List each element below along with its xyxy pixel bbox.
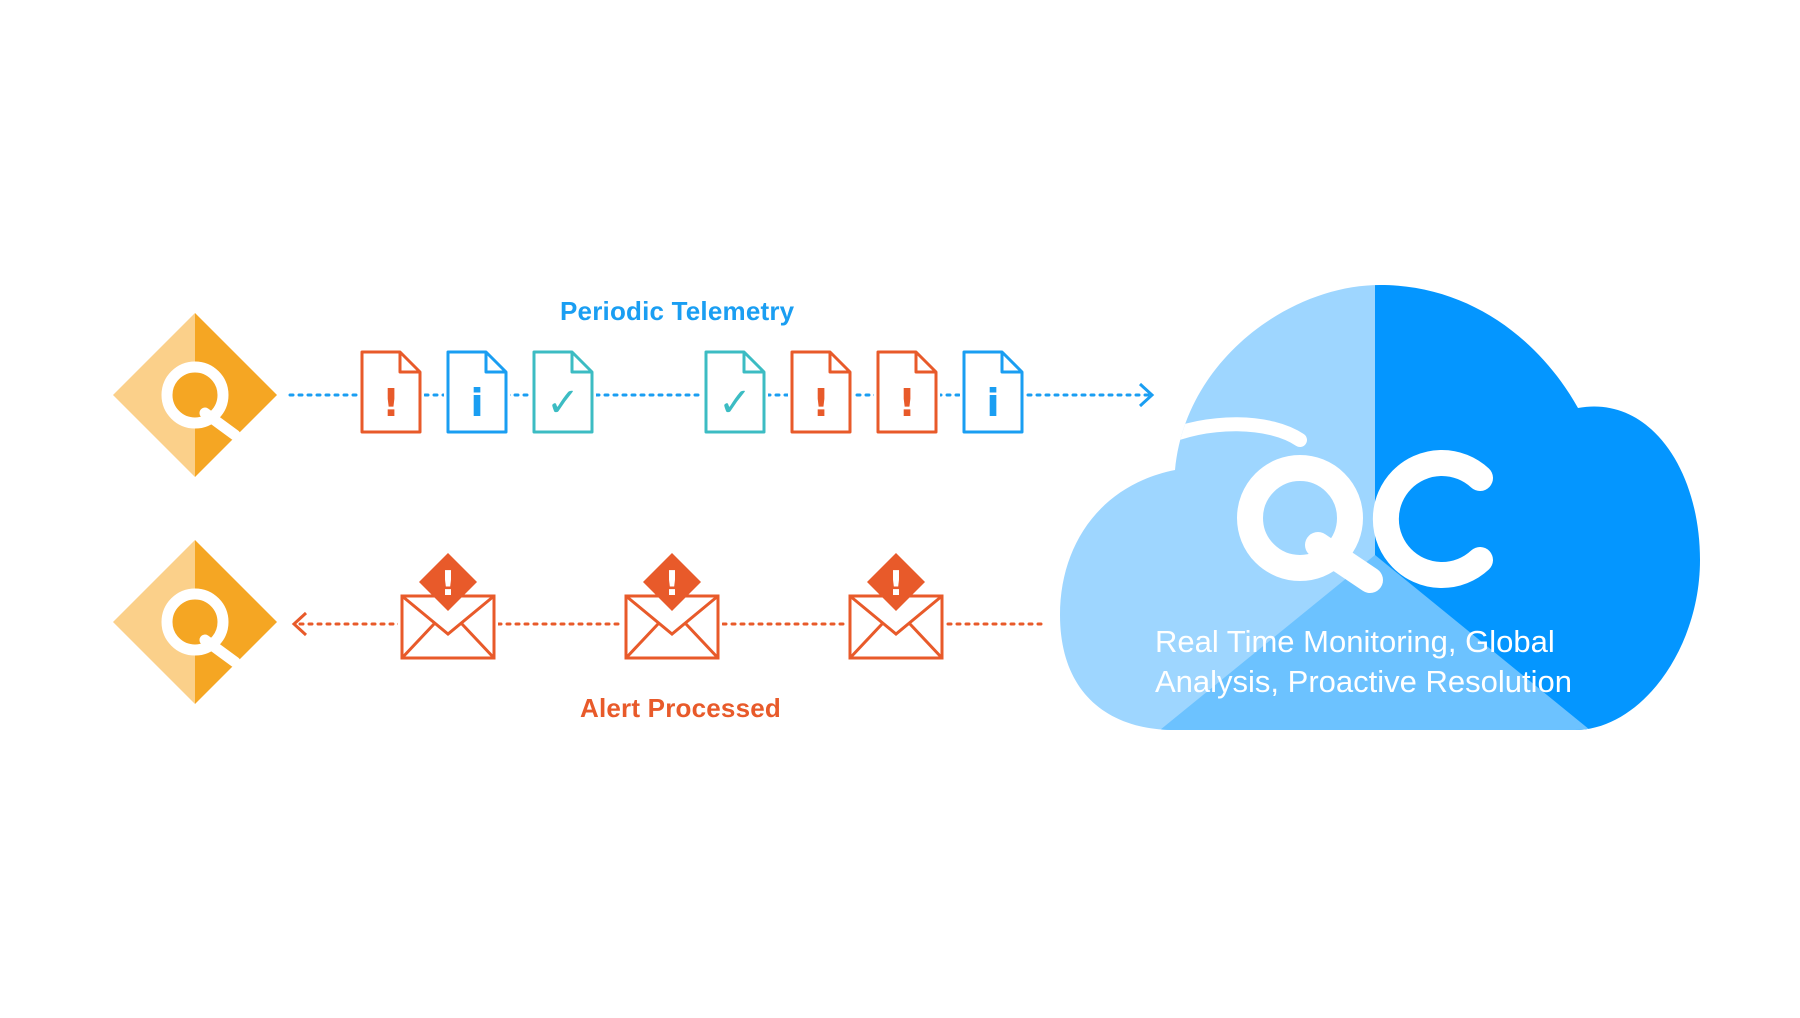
warning-diamond-icon [643,553,701,611]
alert-envelope-icon: ! [846,553,946,660]
doc-glyph: ! [382,381,399,425]
cloud-caption-line-2: Analysis, Proactive Resolution [1155,664,1572,699]
alert-envelope-icon: ! [398,553,498,660]
arrow-right-icon [1138,382,1155,408]
device-node-top-icon [113,313,277,477]
qc-logo-icon [1237,450,1493,593]
doc-glyph: ! [812,381,829,425]
cloud-caption: Real Time Monitoring, Global Analysis, P… [1155,622,1572,702]
info-doc-icon: i [960,350,1026,434]
envelope-glyph: ! [664,564,680,604]
info-doc-icon: i [444,350,510,434]
doc-glyph: i [470,381,483,425]
doc-glyph: i [986,381,999,425]
warning-diamond-icon [867,553,925,611]
alert-processed-label: Alert Processed [580,693,781,723]
ok-doc-icon: ✓ [530,350,596,434]
cloud-caption-line-1: Real Time Monitoring, Global [1155,624,1555,659]
envelope-glyph: ! [440,564,456,604]
alert-envelopes: !!! [398,553,946,660]
warning-diamond-icon [419,553,477,611]
alert-doc-icon: ! [788,350,854,434]
doc-glyph: ! [898,381,915,425]
alert-doc-icon: ! [874,350,940,434]
arrow-left-icon [291,611,308,637]
envelope-glyph: ! [888,564,904,604]
doc-glyph: ✓ [546,380,580,426]
cloud-bottom-wedge [1160,555,1590,730]
alert-doc-icon: ! [358,350,424,434]
doc-glyph: ✓ [718,380,752,426]
alert-envelope-icon: ! [622,553,722,660]
telemetry-documents: ! i ✓ ✓!! i [358,350,1026,434]
ok-doc-icon: ✓ [702,350,768,434]
device-node-bottom-icon [113,540,277,704]
telemetry-label: Periodic Telemetry [560,296,795,326]
